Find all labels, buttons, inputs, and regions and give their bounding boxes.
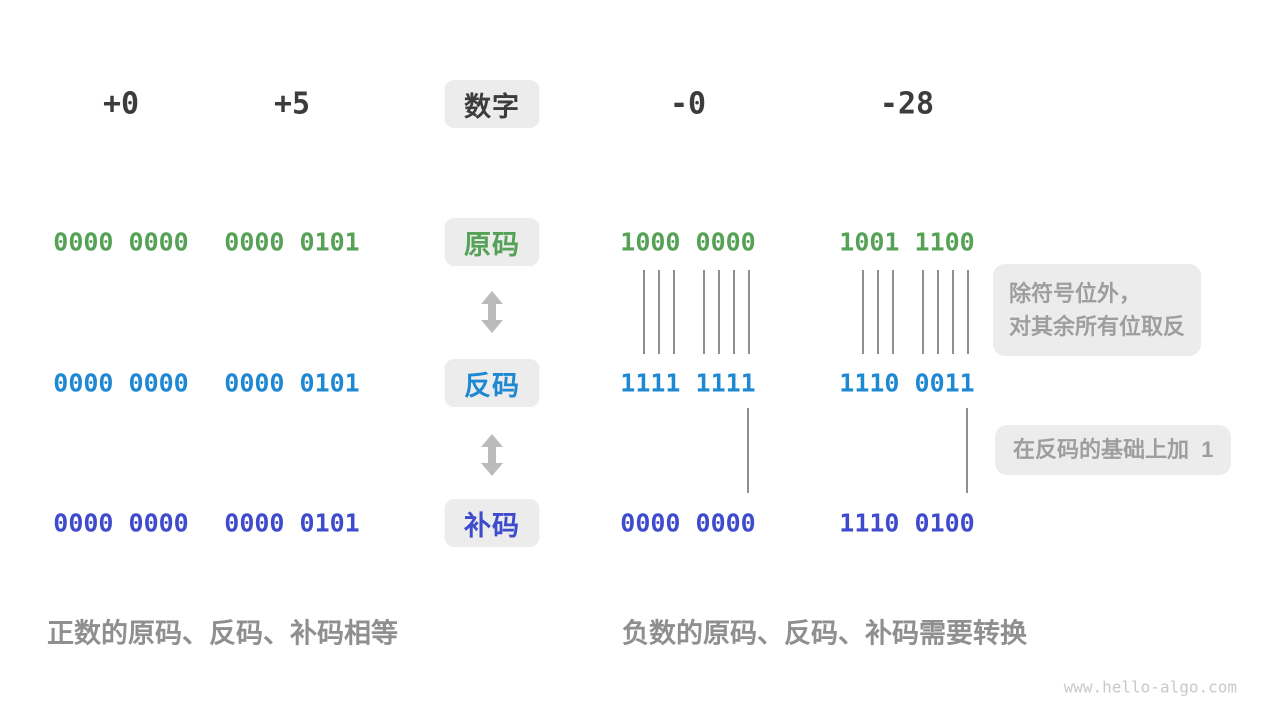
- add-one-line-minus0: [747, 408, 749, 493]
- sign-magnitude-value-plus5: 0000 0101: [224, 227, 360, 257]
- sign-magnitude-value-plus0: 0000 0000: [53, 227, 189, 257]
- number-header-plus0: +0: [102, 86, 140, 122]
- negative-numbers-caption: 负数的原码、反码、补码需要转换: [622, 618, 1027, 649]
- sign-magnitude-value-minus0: 1000 0000: [620, 227, 756, 257]
- invert-bits-note-line2: 对其余所有位取反: [1009, 314, 1186, 339]
- updown-arrow-icon: [481, 291, 503, 333]
- twos-complement-value-minus0: 0000 0000: [620, 508, 756, 538]
- ones-complement-label-box: 反码: [444, 359, 540, 407]
- invert-bits-note: 除符号位外， 对其余所有位取反: [993, 264, 1202, 356]
- add-one-note: 在反码的基础上加 1: [995, 425, 1232, 475]
- twos-complement-value-plus0: 0000 0000: [53, 508, 189, 538]
- updown-arrow-icon: [481, 434, 503, 476]
- ones-complement-value-plus0: 0000 0000: [53, 368, 189, 398]
- sign-magnitude-label-box: 原码: [444, 218, 540, 266]
- ones-complement-value-minus28: 1110 0011: [839, 368, 975, 398]
- positive-numbers-caption: 正数的原码、反码、补码相等: [47, 618, 398, 649]
- twos-complement-label-box: 补码: [444, 499, 540, 547]
- twos-complement-value-plus5: 0000 0101: [224, 508, 360, 538]
- number-header-minus0: -0: [669, 86, 707, 122]
- number-header-minus28: -28: [879, 86, 935, 122]
- sign-magnitude-value-minus28: 1001 1100: [839, 227, 975, 257]
- number-label-box: 数字: [444, 80, 540, 128]
- ones-complement-value-minus0: 1111 1111: [620, 368, 756, 398]
- add-one-line-minus28: [966, 408, 968, 493]
- twos-complement-value-minus28: 1110 0100: [839, 508, 975, 538]
- watermark: www.hello-algo.com: [1063, 677, 1237, 697]
- ones-complement-value-plus5: 0000 0101: [224, 368, 360, 398]
- invert-bits-note-line1: 除符号位外，: [1009, 281, 1142, 306]
- number-header-plus5: +5: [273, 86, 311, 122]
